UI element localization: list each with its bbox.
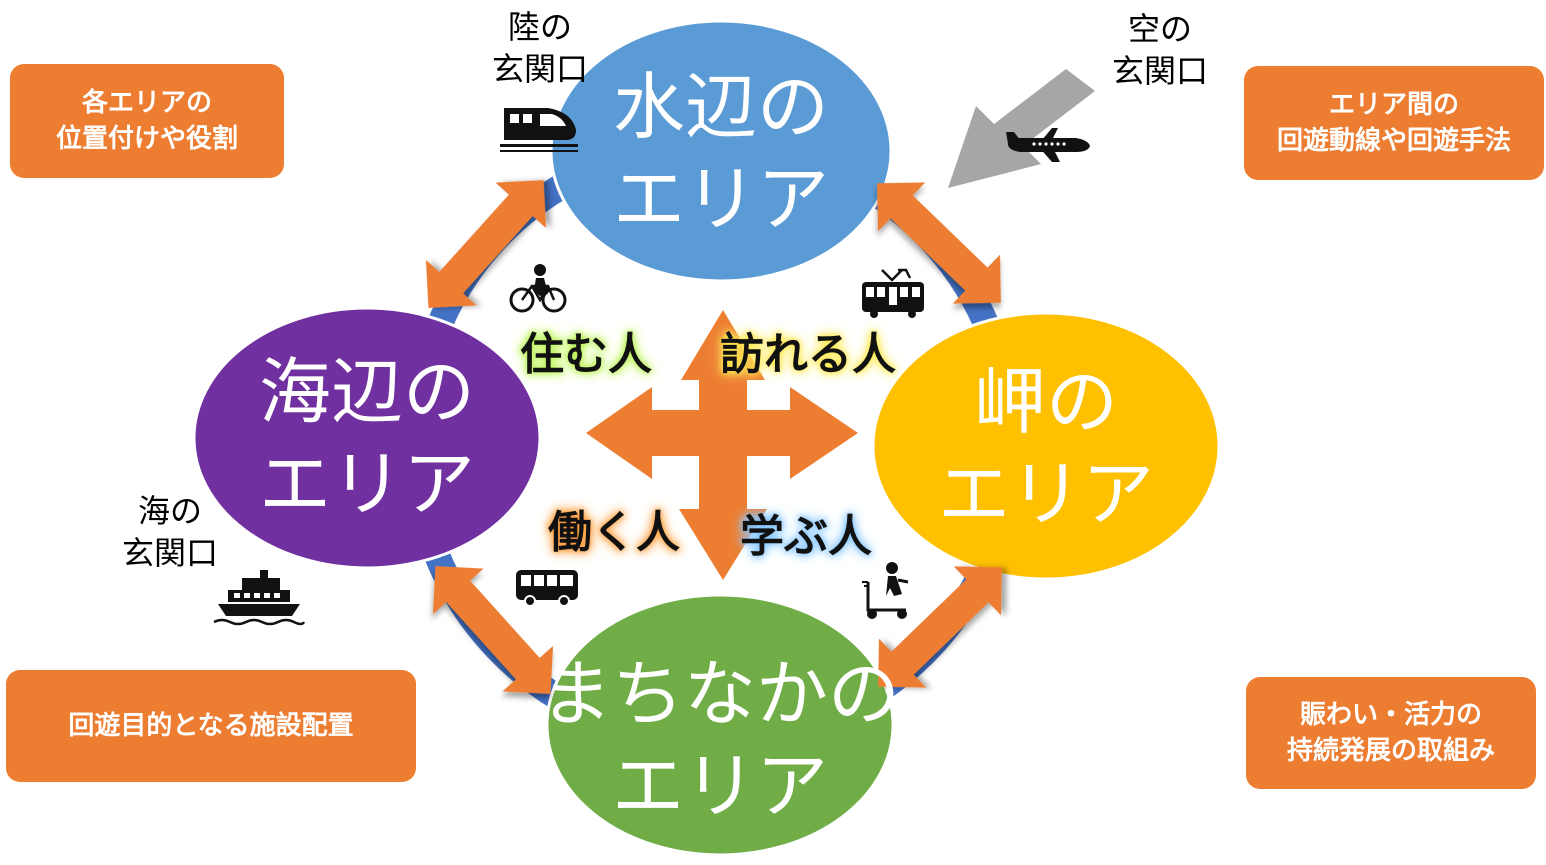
bus-icon <box>516 570 578 607</box>
mizube-area-line1: 水辺の <box>612 65 829 149</box>
umibe-area-line1: 海辺の <box>258 350 475 434</box>
ferry-icon <box>213 570 306 626</box>
air-gateway-line1: 空の <box>1127 10 1192 48</box>
land-gateway-line1: 陸の <box>507 8 572 46</box>
sea-gateway-line1: 海の <box>137 492 202 530</box>
airplane-icon <box>1006 128 1090 162</box>
top-right-theme-line2: 回遊動線や回遊手法 <box>1276 126 1511 156</box>
connection-arrow-machinaka-misaki <box>878 566 1002 688</box>
scooter-icon <box>862 562 909 619</box>
central-four-way-arrow <box>586 310 858 580</box>
connection-arrow-umibe-machinaka <box>432 566 554 694</box>
umibe-area-label: 海辺の エリア <box>207 350 527 526</box>
misaki-area-label: 岬の エリア <box>886 360 1206 536</box>
connection-arrow-mizube-umibe <box>425 180 547 308</box>
top-left-theme-line2: 位置付けや役割 <box>55 124 238 154</box>
air-gateway-label: 空の 玄関口 <box>1090 8 1230 92</box>
land-gateway-line2: 玄関口 <box>491 50 588 88</box>
people-work-label: 働く人 <box>548 507 680 558</box>
top-right-theme-line1: エリア間の <box>1328 90 1459 120</box>
top-right-theme-box: エリア間の 回遊動線や回遊手法 <box>1244 66 1544 180</box>
bicycle-icon <box>509 264 567 313</box>
people-live-label: 住む人 <box>520 329 652 380</box>
top-left-theme-box: 各エリアの 位置付けや役割 <box>10 64 284 178</box>
people-learn-label: 学ぶ人 <box>740 511 872 562</box>
mizube-area-line2: エリア <box>612 157 829 241</box>
umibe-area-shape <box>192 306 542 570</box>
bottom-right-theme-line2: 持続発展の取組み <box>1286 736 1495 766</box>
sea-gateway-label: 海の 玄関口 <box>100 490 240 574</box>
bottom-left-theme-line1: 回遊目的となる施設配置 <box>68 711 354 741</box>
machinaka-area-label: まちなかの エリア <box>530 652 910 828</box>
people-visit-label: 訪れる人 <box>720 329 896 380</box>
misaki-area-line2: エリア <box>937 452 1154 536</box>
bottom-right-theme-line1: 賑わい・活力の <box>1299 700 1482 730</box>
mizube-area-label: 水辺の エリア <box>561 65 881 241</box>
connection-arrow-mizube-misaki <box>877 182 1001 304</box>
land-gateway-label: 陸の 玄関口 <box>470 6 610 90</box>
tram-icon <box>862 268 924 318</box>
air-arrow <box>948 69 1095 188</box>
sea-gateway-line2: 玄関口 <box>121 534 218 572</box>
machinaka-area-line1: まちなかの <box>539 652 900 736</box>
bottom-right-theme-box: 賑わい・活力の 持続発展の取組み <box>1246 677 1536 789</box>
misaki-area-line1: 岬の <box>973 360 1118 444</box>
air-gateway-line2: 玄関口 <box>1111 52 1208 90</box>
misaki-area-shape <box>871 311 1221 581</box>
machinaka-area-shape <box>545 593 895 857</box>
bottom-left-theme-box: 回遊目的となる施設配置 <box>6 670 416 782</box>
machinaka-area-line2: エリア <box>611 744 828 828</box>
umibe-area-line2: エリア <box>258 442 475 526</box>
bullet-train-icon <box>500 108 578 152</box>
top-left-theme-line1: 各エリアの <box>81 88 212 118</box>
